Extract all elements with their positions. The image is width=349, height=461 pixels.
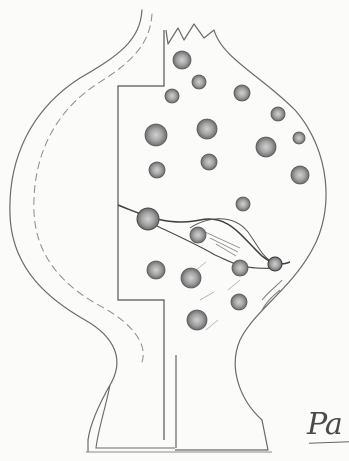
caption-text: Pa [307, 407, 342, 442]
vase-left-inner-outline [34, 14, 152, 362]
vase-base-left [96, 385, 175, 448]
caption-underline [309, 441, 349, 443]
handwritten-caption: Pa [303, 405, 349, 447]
crack-right-hatch [262, 280, 282, 310]
section-step-outline [118, 30, 164, 440]
vase-left-outline [10, 10, 142, 452]
